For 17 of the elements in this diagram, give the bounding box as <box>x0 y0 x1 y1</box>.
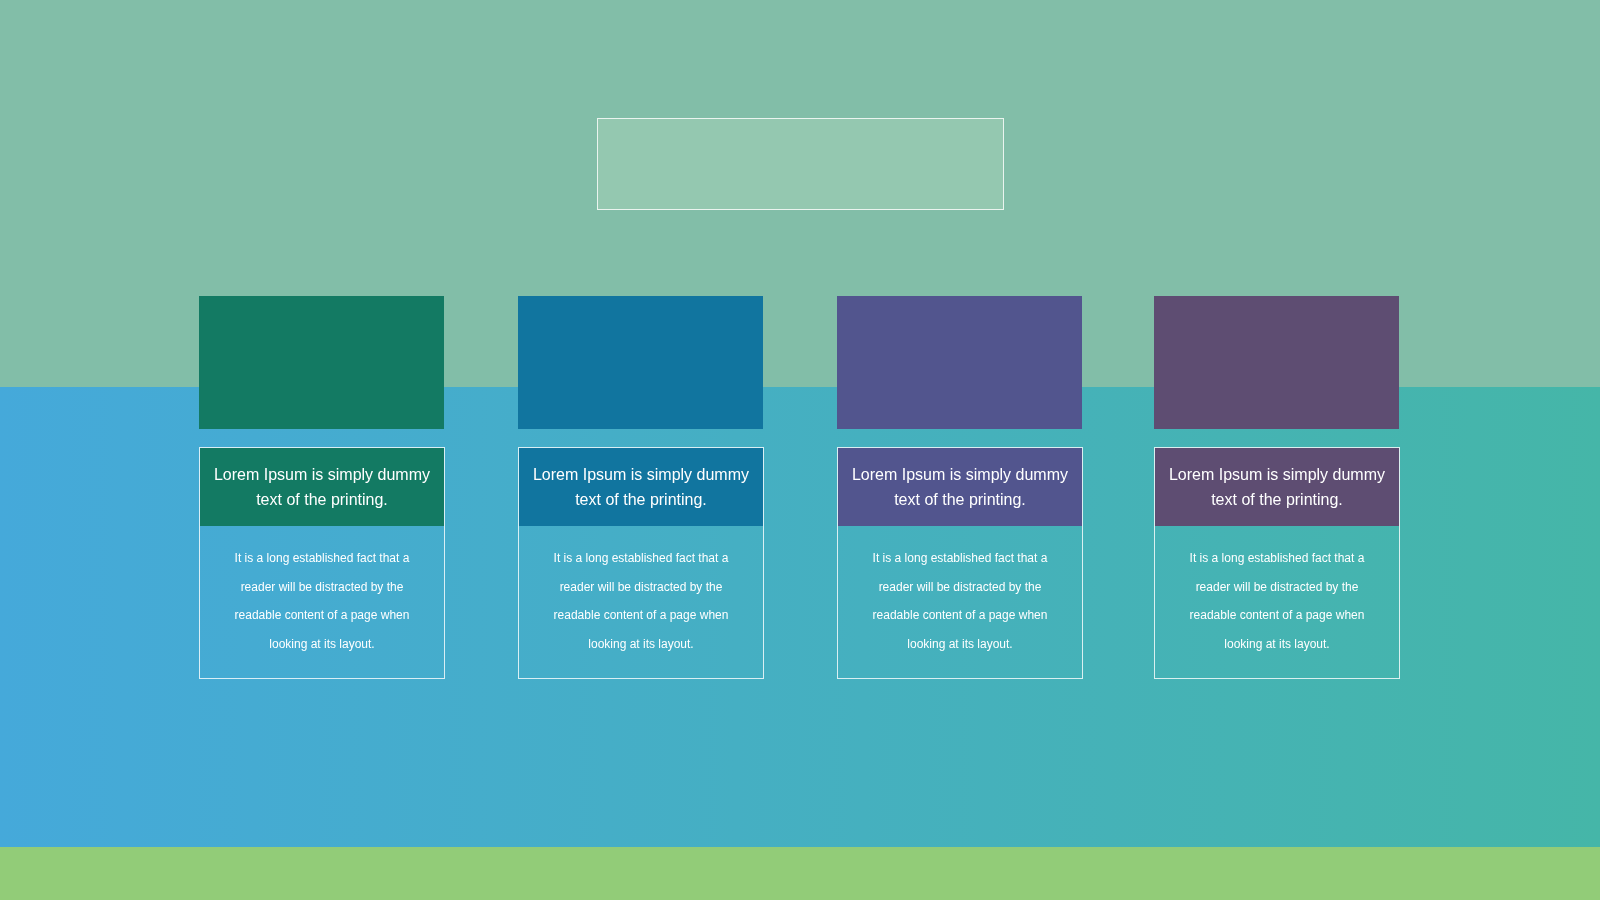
color-block <box>1154 296 1399 429</box>
card-heading: Lorem Ipsum is simply dummy text of the printing. <box>519 448 763 526</box>
card-heading: Lorem Ipsum is simply dummy text of the printing. <box>1155 448 1399 526</box>
text-card <box>1154 447 1400 679</box>
card-heading: Lorem Ipsum is simply dummy text of the printing. <box>200 448 444 526</box>
text-card <box>837 447 1083 679</box>
card-body-text: It is a long established fact that a reader will be distracted by the readable content of a page when looking at its layout. <box>552 550 730 653</box>
title-placeholder-box <box>597 118 1004 210</box>
card-body-text: It is a long established fact that a reader will be distracted by the readable content of a page when looking at its layout. <box>233 550 411 653</box>
color-block <box>518 296 763 429</box>
text-card <box>199 447 445 679</box>
card-body-text: It is a long established fact that a reader will be distracted by the readable content of a page when looking at its layout. <box>1188 550 1366 653</box>
card-heading: Lorem Ipsum is simply dummy text of the printing. <box>838 448 1082 526</box>
card-body-text: It is a long established fact that a reader will be distracted by the readable content of a page when looking at its layout. <box>871 550 1049 653</box>
color-block <box>837 296 1082 429</box>
text-card <box>518 447 764 679</box>
color-block <box>199 296 444 429</box>
